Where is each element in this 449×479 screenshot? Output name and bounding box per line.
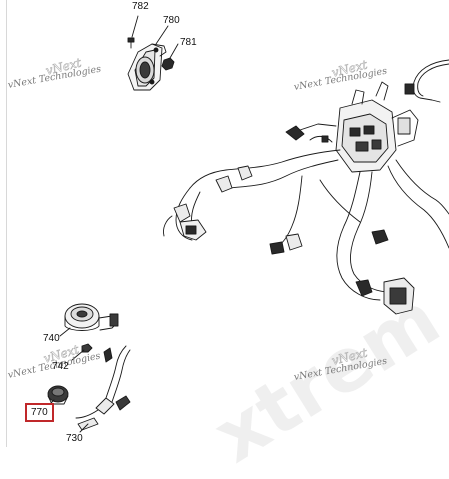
part-781-nut [161,43,179,71]
part-730-cable [75,345,131,433]
page-left-border [6,0,7,447]
callout-780: 780 [163,15,180,26]
leader-780 [155,25,169,45]
callout-781: 781 [180,37,197,48]
part-742-fastener [71,343,93,361]
callout-770-highlighted: 770 [25,403,54,422]
callout-742: 742 [52,361,69,372]
callout-740: 740 [43,333,60,344]
callout-730: 730 [66,433,83,444]
callout-782: 782 [132,1,149,12]
connector-pigtail-top-right [404,59,449,103]
main-wiring-harness [163,81,449,315]
part-782-screw [127,15,139,49]
part-740-sensor-assembly [59,303,119,337]
part-780-switch-bracket [127,43,167,91]
